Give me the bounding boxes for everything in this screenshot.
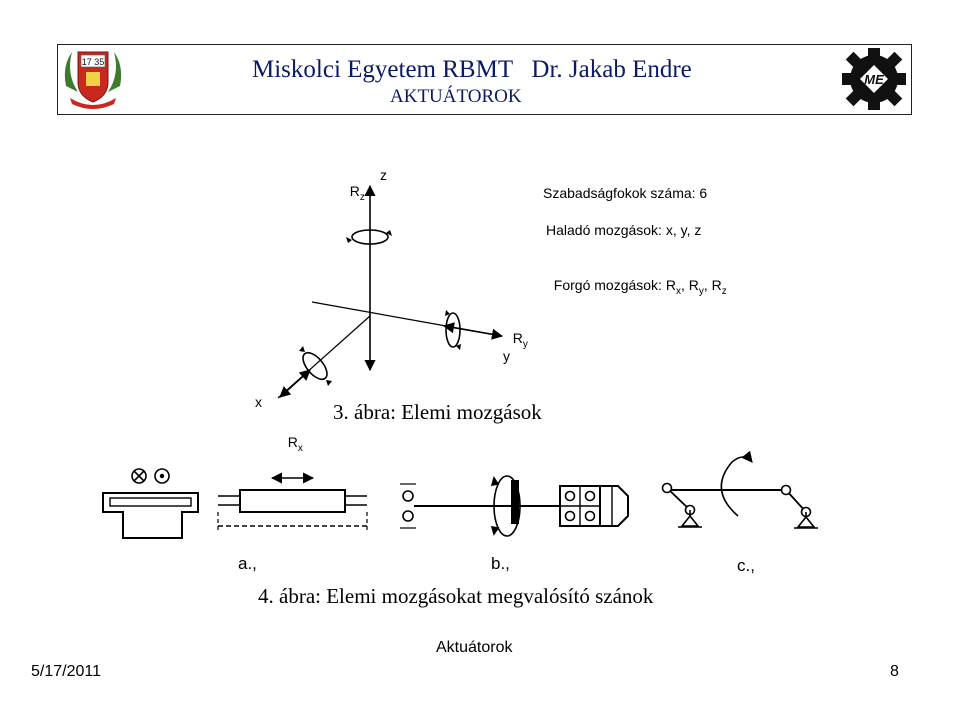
rotation-y-icon (445, 312, 461, 348)
rotation-disc-icon (493, 475, 521, 537)
rz-label-base: R (349, 183, 360, 199)
ry-label: Ry (505, 314, 528, 350)
x-axis-label: x (255, 394, 262, 410)
dof-text: Szabadságfokok száma: 6 (543, 185, 708, 201)
out-of-page-icon (154, 468, 170, 484)
ry-label-base: R (512, 330, 523, 346)
rotation-z-icon (351, 229, 389, 245)
axis-y-line (442, 322, 504, 340)
slide-a-cross-section (102, 468, 199, 539)
university-crest-icon: 17 35 (64, 51, 122, 109)
rotation-ry-sep: , (703, 277, 712, 293)
footer-center: Aktuátorok (436, 639, 513, 656)
header-subtitle: AKTUÁTOROK (390, 86, 522, 107)
rotation-rx-sep: , (680, 277, 689, 293)
rotations-prefix: Forgó mozgások: (553, 277, 666, 293)
figure4-caption: 4. ábra: Elemi mozgásokat megvalósító sz… (258, 584, 654, 608)
figure3-caption: 3. ábra: Elemi mozgások (333, 400, 542, 424)
rx-label-base: R (287, 434, 298, 450)
rx-label-sub: x (297, 443, 303, 454)
rx-label: Rx (280, 418, 303, 454)
footer-date: 5/17/2011 (31, 663, 101, 680)
rotation-ry-sub: y (698, 286, 704, 297)
rotation-x-icon (302, 351, 328, 381)
header-frame (57, 44, 912, 115)
rotations-text: Forgó mozgások: Rx, Ry, Rz (546, 261, 727, 297)
rotation-rz-sub: z (721, 286, 727, 297)
figure4-label-b: b., (491, 554, 510, 573)
y-axis-label: y (503, 348, 510, 364)
slide-c-linkage (661, 450, 818, 529)
rz-label-sub: z (359, 192, 365, 203)
rotation-rx-sub: x (675, 286, 681, 297)
rotation-rz-base: R (711, 277, 722, 293)
figure4-label-c: c., (737, 556, 755, 575)
header-title: Miskolci Egyetem RBMT Dr. Jakab Endre (252, 56, 692, 83)
rotation-rx-base: R (665, 277, 676, 293)
footer-page-number: 8 (890, 663, 899, 680)
ry-label-sub: y (522, 339, 528, 350)
translations-text: Haladó mozgások: x, y, z (546, 222, 702, 238)
axis-x-arrow (279, 369, 311, 398)
rotation-ry-base: R (688, 277, 699, 293)
figure4-label-a: a., (238, 554, 257, 573)
slide-b-rotary (400, 475, 629, 537)
z-axis-label: z (380, 167, 387, 183)
crest-year-text: 17 35 (82, 57, 105, 67)
gear-logo-icon: ME (842, 48, 906, 110)
rz-label: Rz (342, 167, 365, 203)
gear-logo-text: ME (864, 72, 884, 87)
rotation-arc-arrow (720, 450, 753, 517)
slide-a-side-view (217, 472, 368, 530)
into-page-icon (131, 468, 147, 484)
